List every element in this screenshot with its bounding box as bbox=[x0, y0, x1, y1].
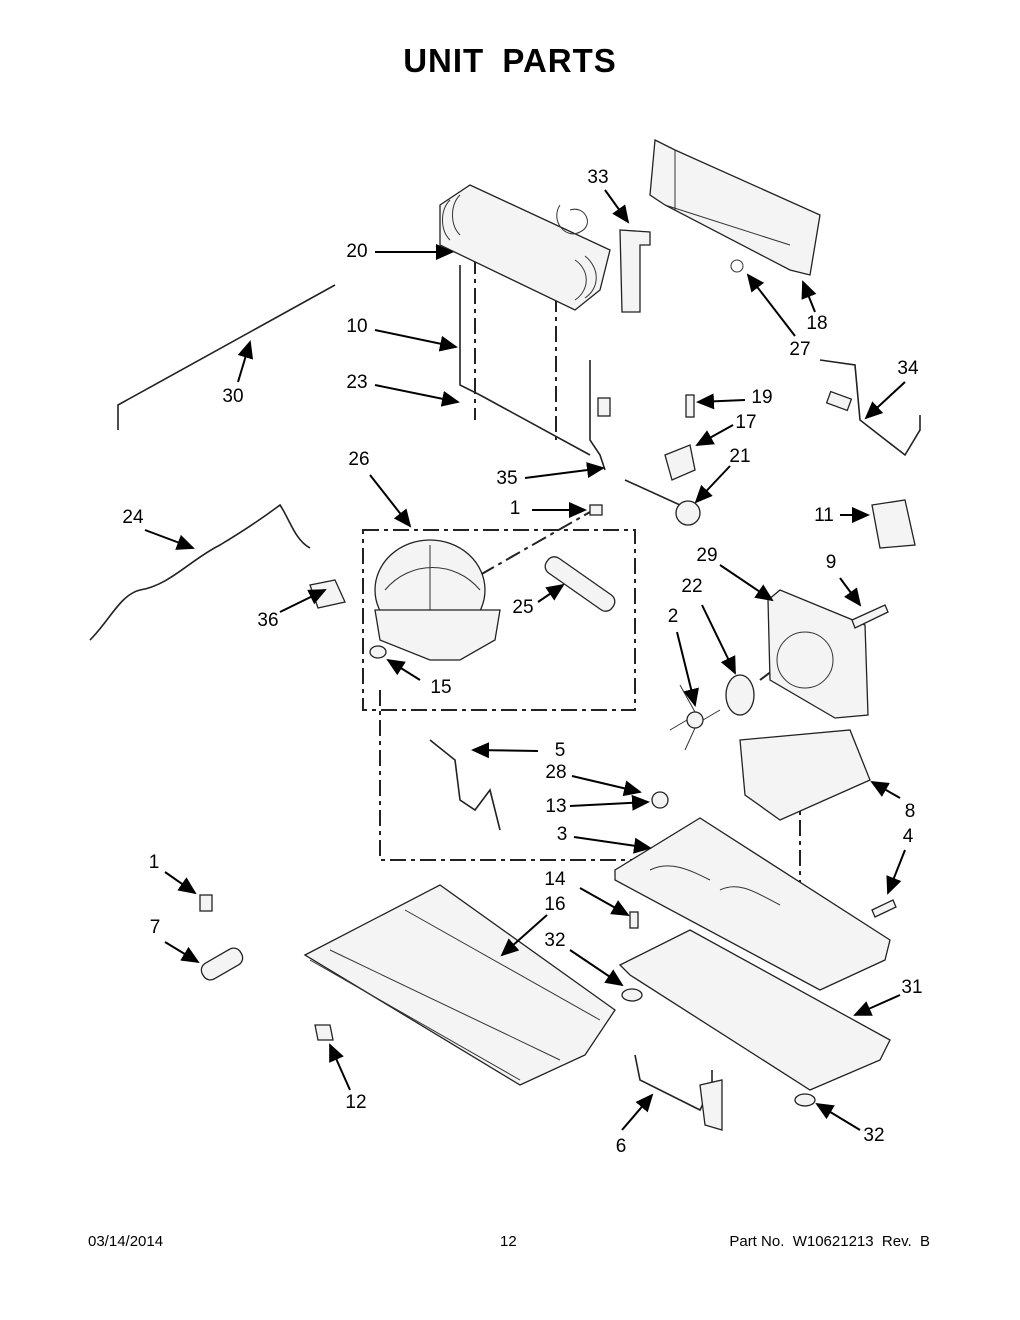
callout-15: 15 bbox=[430, 677, 452, 698]
compressor-part-26 bbox=[374, 539, 501, 661]
clip-part-12 bbox=[314, 1024, 334, 1041]
grommet-part-15 bbox=[369, 645, 387, 659]
callout-7: 7 bbox=[149, 917, 161, 938]
page-title: UNIT PARTS bbox=[403, 42, 617, 79]
screw-part-1b bbox=[199, 894, 213, 912]
callout-20: 20 bbox=[346, 241, 368, 262]
callout-24: 24 bbox=[122, 507, 144, 528]
callout-32-upper: 32 bbox=[544, 930, 566, 951]
callout-22: 22 bbox=[681, 576, 703, 597]
callout-34: 34 bbox=[897, 358, 919, 379]
callout-3: 3 bbox=[556, 824, 568, 845]
heater-part-6 bbox=[634, 1054, 713, 1112]
callout-17: 17 bbox=[735, 412, 757, 433]
leader-arrows bbox=[144, 189, 906, 1131]
callout-6: 6 bbox=[615, 1136, 627, 1157]
fan-blade-part-2 bbox=[669, 684, 721, 751]
callout-35: 35 bbox=[496, 468, 518, 489]
callout-2: 2 bbox=[667, 606, 679, 627]
callout-1-lower: 1 bbox=[148, 852, 160, 873]
callout-25: 25 bbox=[512, 597, 534, 618]
tube-part-5 bbox=[429, 739, 501, 831]
callout-14: 14 bbox=[544, 869, 566, 890]
sleeve-part-7 bbox=[200, 947, 244, 981]
shroud-part-18 bbox=[649, 138, 821, 276]
capillary-part-34 bbox=[819, 359, 921, 457]
bracket-part-33 bbox=[619, 229, 651, 313]
callout-31: 31 bbox=[901, 977, 923, 998]
callout-5: 5 bbox=[554, 740, 566, 761]
footer-page-number: 12 bbox=[500, 1233, 517, 1250]
screw-part-19 bbox=[685, 394, 695, 418]
screw-part-14 bbox=[629, 911, 639, 929]
screw-part-9 bbox=[851, 604, 889, 629]
screw-part-1 bbox=[589, 504, 603, 516]
bracket-part-17 bbox=[664, 444, 696, 481]
callout-27: 27 bbox=[789, 339, 811, 360]
condenser-part-20 bbox=[439, 184, 611, 311]
callout-8: 8 bbox=[904, 801, 916, 822]
callout-23: 23 bbox=[346, 372, 368, 393]
callout-4: 4 bbox=[902, 826, 914, 847]
callout-33: 33 bbox=[587, 167, 609, 188]
relay-part-11 bbox=[871, 499, 916, 549]
wire-part-30 bbox=[117, 284, 336, 430]
callout-29: 29 bbox=[696, 545, 718, 566]
foot-part-32a bbox=[621, 988, 643, 1002]
callout-16: 16 bbox=[544, 894, 566, 915]
drier-part-25 bbox=[544, 556, 616, 612]
footer-part-number: Part No. W10621213 Rev. B bbox=[729, 1233, 930, 1250]
base-plate-part-3 bbox=[614, 817, 891, 991]
callout-36: 36 bbox=[257, 610, 279, 631]
callout-12: 12 bbox=[345, 1092, 367, 1113]
callout-21: 21 bbox=[729, 446, 751, 467]
callout-19: 19 bbox=[751, 387, 773, 408]
callout-28: 28 bbox=[545, 762, 567, 783]
callout-9: 9 bbox=[825, 552, 837, 573]
condenser-coil-part-16 bbox=[303, 884, 616, 1086]
callout-18: 18 bbox=[806, 313, 828, 334]
callout-13: 13 bbox=[545, 796, 567, 817]
callout-32-lower: 32 bbox=[863, 1125, 885, 1146]
screw-part-4 bbox=[871, 899, 897, 918]
callout-30: 30 bbox=[222, 386, 244, 407]
harness-part-24 bbox=[89, 503, 311, 641]
footer-date: 03/14/2014 bbox=[88, 1233, 164, 1250]
cover-part-31 bbox=[618, 929, 891, 1091]
grommet-part-13 bbox=[651, 791, 669, 809]
fan-motor-part-22 bbox=[725, 674, 755, 716]
drain-pan-part-8 bbox=[739, 729, 871, 821]
callout-10: 10 bbox=[346, 316, 368, 337]
callout-1-upper: 1 bbox=[509, 498, 521, 519]
callout-11: 11 bbox=[814, 505, 834, 526]
callout-26: 26 bbox=[348, 449, 370, 470]
thermistor-part-21 bbox=[624, 479, 701, 526]
foot-part-32b bbox=[794, 1093, 816, 1107]
tube-part-10 bbox=[459, 265, 591, 456]
fan-shroud-part-29 bbox=[767, 589, 869, 719]
